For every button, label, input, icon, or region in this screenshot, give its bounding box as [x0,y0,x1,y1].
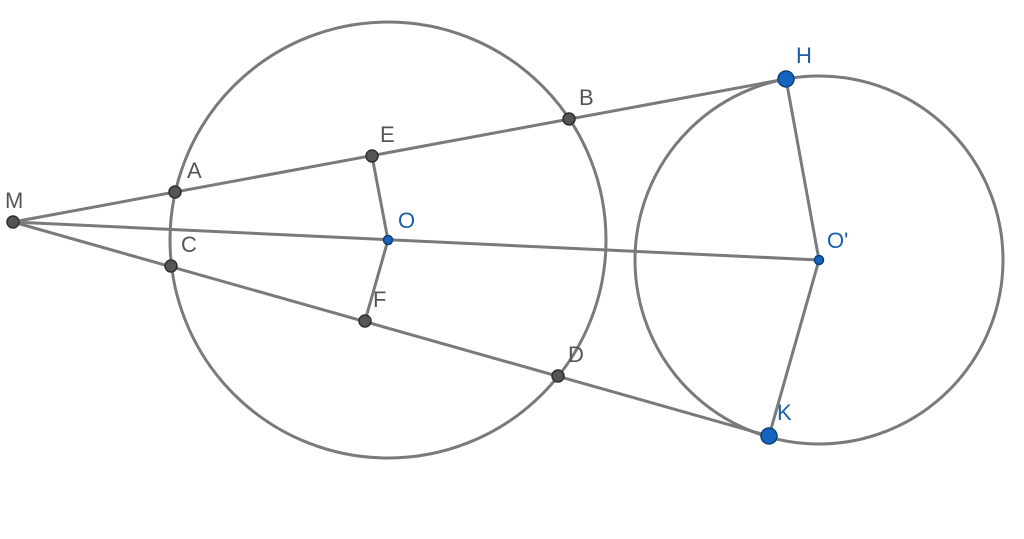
point-d [551,369,565,383]
label-a: A [187,158,202,183]
circle-o [168,20,608,460]
point-o2 [813,254,825,266]
point-c [164,259,178,273]
label-e: E [380,122,395,147]
label-c: C [181,232,197,257]
label-o2: O' [827,228,848,253]
label-f: F [373,287,386,312]
segment-m-o2 [11,220,821,262]
points-layer [6,70,825,445]
label-d: D [568,342,584,367]
label-k: K [777,400,792,425]
point-m [6,215,20,229]
labels-layer: M A B C D E F O O' H K [5,43,848,425]
circles-layer [168,20,1005,460]
point-f [358,314,372,328]
point-k [760,427,778,445]
label-o: O [398,208,415,233]
circle-o-prime [633,74,1005,446]
label-b: B [579,85,594,110]
point-o [382,234,394,246]
label-h: H [796,43,812,68]
point-h [777,70,795,88]
segment-o-e [370,154,390,242]
point-a [168,185,182,199]
label-m: M [5,188,23,213]
point-e [365,149,379,163]
segments-layer [11,77,821,438]
segment-o-f [363,238,390,323]
segment-m-k [11,220,771,438]
segment-o2-h [784,77,821,262]
point-b [562,112,576,126]
segment-o2-k [767,258,821,438]
segment-m-h [11,77,788,224]
